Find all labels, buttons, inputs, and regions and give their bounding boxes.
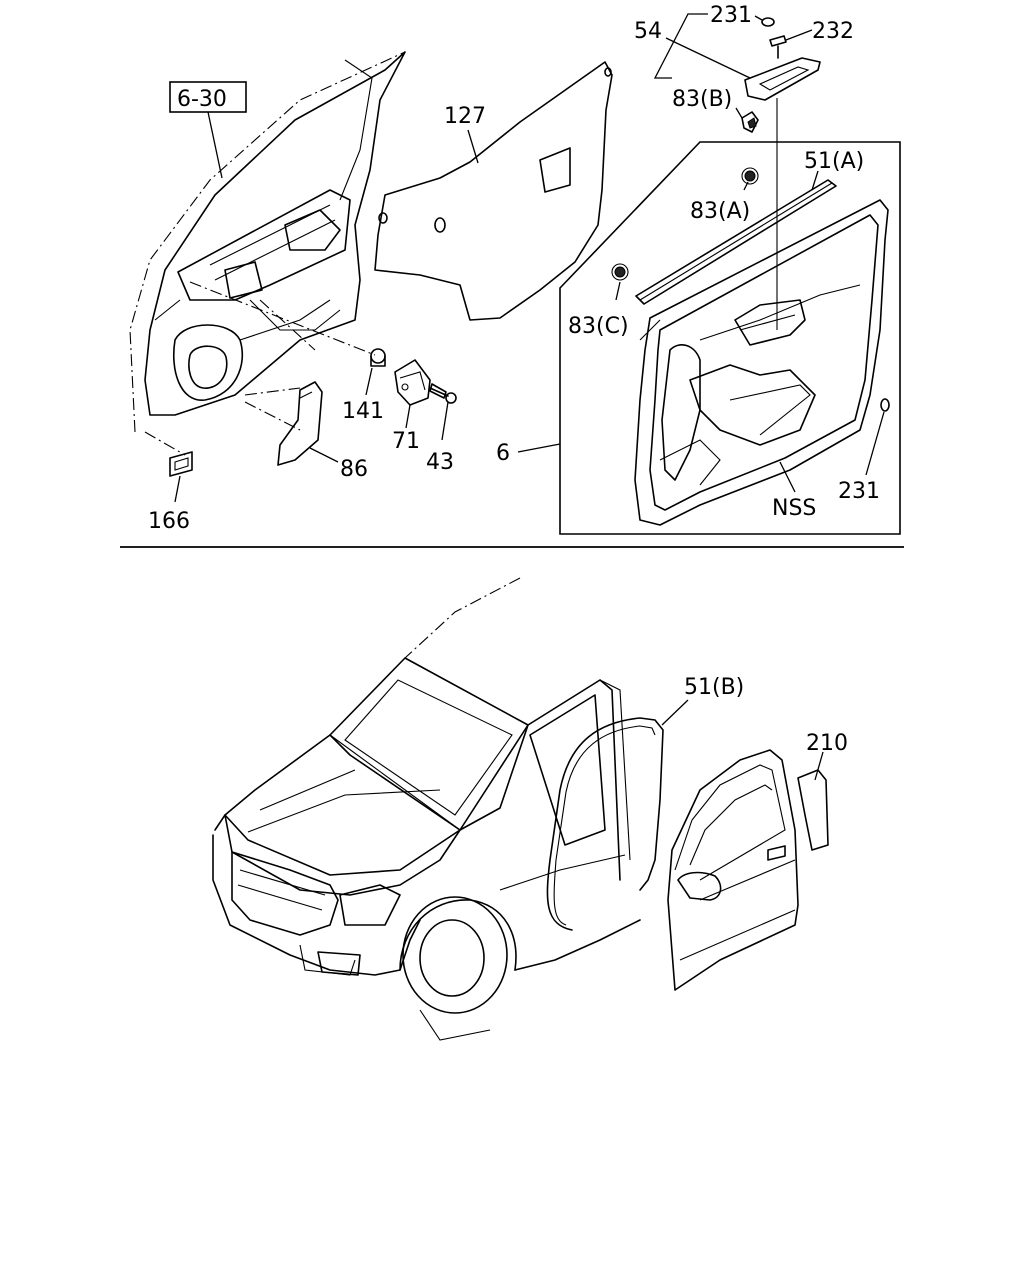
leader-86	[309, 447, 339, 463]
leader-232	[785, 29, 813, 41]
callout-6-30: 6-30	[177, 87, 227, 112]
front-door	[667, 749, 799, 991]
door-trim-box	[559, 141, 901, 535]
callout-232: 232	[812, 19, 854, 44]
sealing-sheet-127	[374, 61, 613, 321]
door-inner-frame	[129, 51, 406, 433]
clip-141	[370, 348, 386, 367]
connector-frame-86	[244, 387, 301, 396]
leader-231-top	[754, 15, 763, 21]
callout-nss: NSS	[772, 496, 816, 521]
leader-bracket-54-83b	[653, 13, 708, 79]
leader-54	[665, 37, 751, 79]
leader-166	[174, 475, 181, 503]
leader-6-30	[207, 111, 223, 179]
leader-210	[814, 751, 824, 781]
leader-43	[441, 401, 449, 441]
callout-83a: 83(A)	[690, 199, 750, 224]
callout-210: 210	[806, 731, 848, 756]
callout-231-top: 231	[710, 3, 752, 28]
callout-54: 54	[634, 19, 662, 44]
callout-231-right: 231	[838, 479, 880, 504]
leader-83b	[735, 107, 743, 119]
weatherstrip-51a	[635, 179, 837, 305]
weatherstrip-51b	[546, 717, 664, 931]
clip-83c	[611, 263, 629, 281]
clip-231-top	[761, 17, 775, 27]
callout-51b: 51(B)	[684, 675, 744, 700]
connector-frame-141	[189, 281, 376, 356]
part-86	[277, 381, 323, 466]
leader-51a	[811, 170, 819, 191]
leader-6	[517, 443, 561, 453]
vehicle-body	[212, 577, 641, 1041]
connector-frame-86b	[244, 401, 301, 431]
callout-166: 166	[148, 509, 190, 534]
callout-141: 141	[342, 399, 384, 424]
handle-bezel-54	[744, 57, 821, 101]
screw-232	[769, 35, 787, 59]
leader-83a	[743, 181, 749, 191]
callout-43: 43	[426, 450, 454, 475]
callout-83b: 83(B)	[672, 87, 732, 112]
connector-frame-166	[144, 431, 186, 456]
clip-83b	[741, 111, 759, 133]
part-210	[797, 769, 829, 851]
clip-83a	[741, 167, 759, 185]
leader-141	[365, 367, 373, 396]
callout-71: 71	[392, 429, 420, 454]
connector-frame-trim	[259, 299, 316, 351]
callout-83c: 83(C)	[568, 314, 629, 339]
callout-86: 86	[340, 457, 368, 482]
clip-231-right	[880, 398, 890, 412]
part-166	[169, 451, 193, 477]
leader-71	[405, 404, 411, 429]
screw-43	[429, 383, 457, 404]
leader-83c	[615, 281, 621, 301]
callout-127: 127	[444, 104, 486, 129]
leader-nss	[779, 461, 796, 493]
door-trim-panel	[634, 199, 889, 526]
callout-51a: 51(A)	[804, 149, 864, 174]
callout-6: 6	[496, 441, 510, 466]
leader-127	[467, 129, 479, 164]
leader-231-right	[865, 411, 885, 476]
bracket-71	[394, 359, 431, 406]
leader-51b	[661, 699, 689, 726]
